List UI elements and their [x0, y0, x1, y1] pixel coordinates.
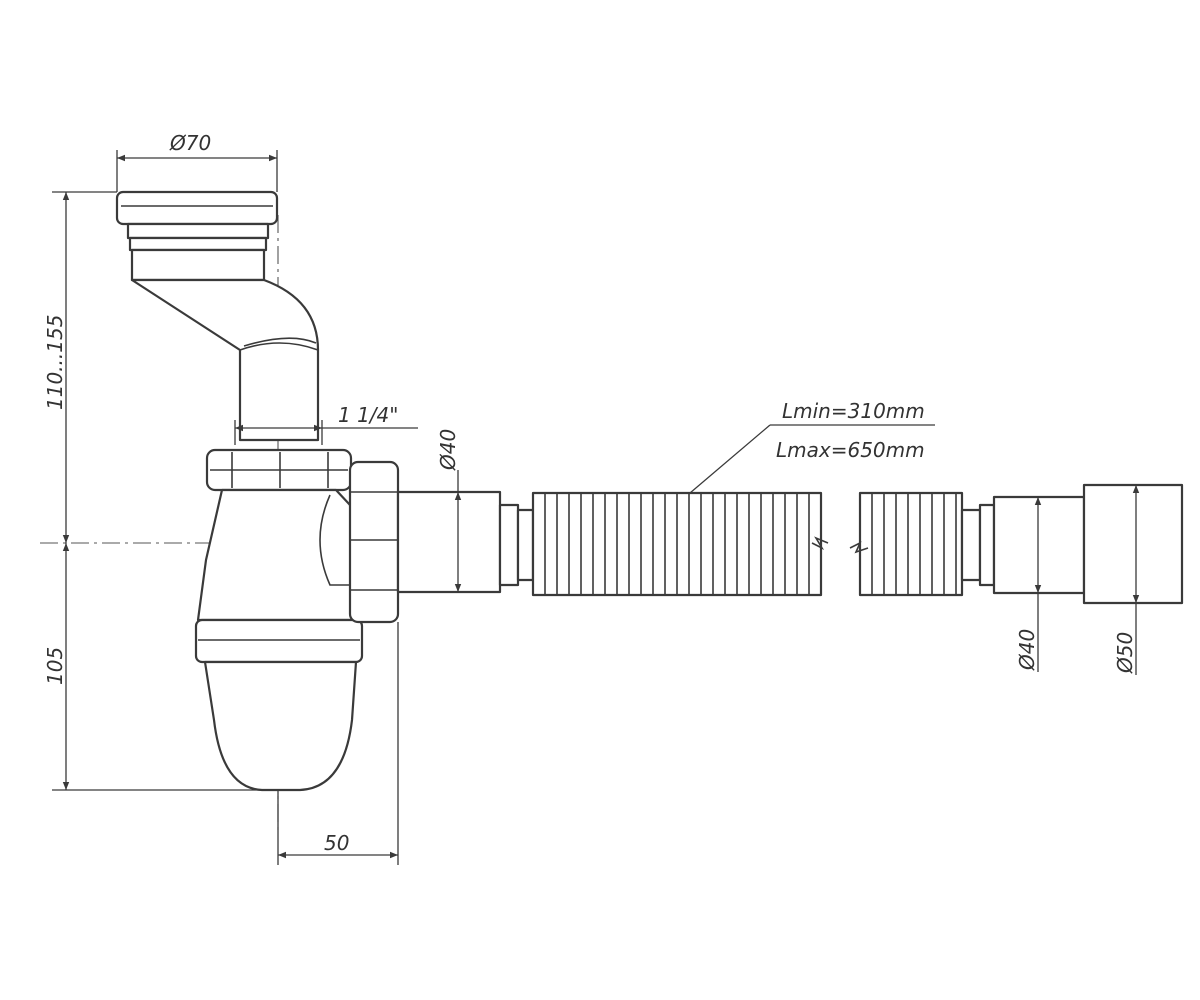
dim-offset [277, 622, 399, 865]
angled-inlet-pipe [130, 278, 320, 442]
label-cup-diameter: Ø70 [169, 131, 211, 155]
label-outlet-diameter: Ø40 [436, 429, 460, 471]
dim-height-range [52, 191, 117, 543]
bottle-trap-body [196, 488, 360, 622]
label-height-range: 110...155 [43, 315, 67, 410]
label-end-outer-diameter: Ø50 [1113, 632, 1137, 674]
label-length-max: Lmax=650mm [776, 438, 925, 462]
corrugated-hose-right [849, 491, 964, 597]
sink-cup [115, 190, 279, 282]
end-connector [960, 483, 1184, 605]
lower-ring [194, 618, 364, 664]
length-leader [689, 424, 935, 494]
label-length-min: Lmin=310mm [782, 399, 925, 423]
corrugated-hose-left [531, 491, 829, 597]
bottom-cup [203, 660, 358, 792]
dim-thread [234, 420, 418, 445]
label-lower-height: 105 [43, 647, 67, 685]
outlet-pipe [396, 490, 535, 594]
side-outlet-nut [348, 460, 400, 624]
dim-cup-diameter [116, 150, 278, 192]
dim-lower-height [52, 543, 262, 791]
label-offset: 50 [324, 831, 349, 855]
label-thread: 1 1/4" [338, 403, 398, 427]
union-nut-top [205, 448, 353, 492]
label-end-inner-diameter: Ø40 [1015, 629, 1039, 671]
